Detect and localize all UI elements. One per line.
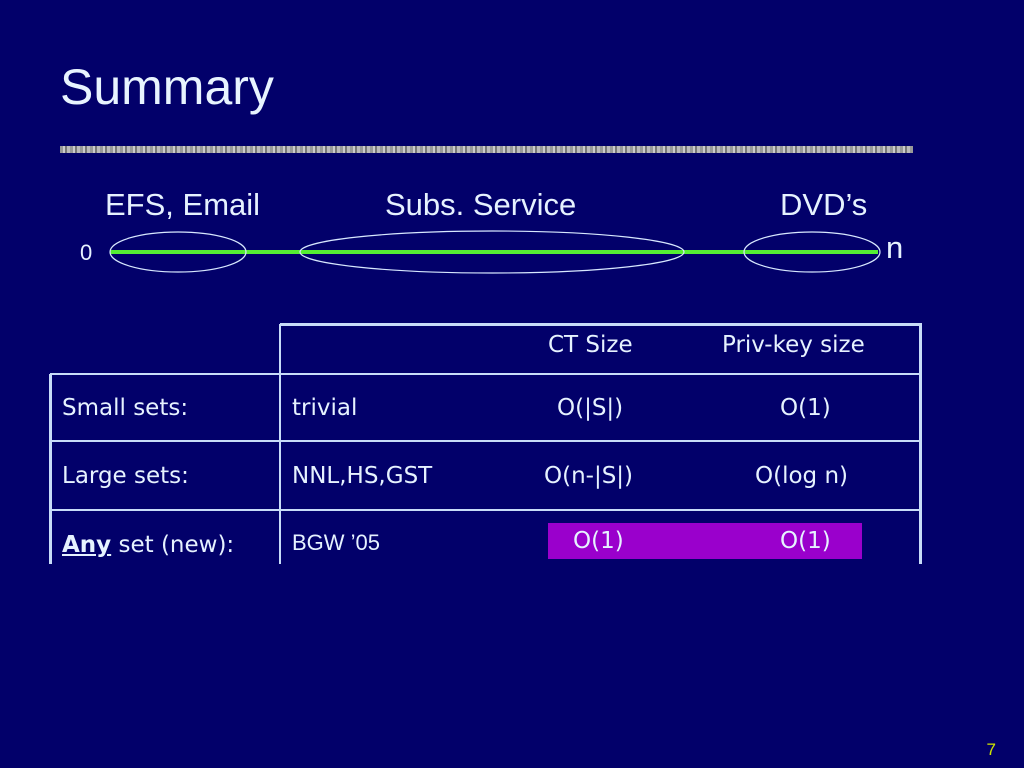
row-label-rest: set (new): <box>111 532 235 558</box>
row-scheme: BGW ’05 <box>292 530 381 555</box>
row-key: O(1) <box>780 528 831 554</box>
row-label: Large sets: <box>62 463 189 489</box>
row-ct: O(1) <box>573 528 624 554</box>
region-label-subs: Subs. Service <box>385 187 577 222</box>
header-privkey-size: Priv-key size <box>722 332 865 358</box>
row-scheme: NNL,HS,GST <box>292 463 433 489</box>
title-divider <box>60 146 913 153</box>
row-label-emphasis: Any <box>62 532 112 558</box>
region-ellipse-subs <box>299 230 685 274</box>
row-label: Any set (new): <box>62 532 234 558</box>
spectrum-diagram <box>109 230 881 274</box>
spectrum-start-label: 0 <box>80 240 93 265</box>
spectrum-end-label: n <box>886 230 904 265</box>
row-key: O(1) <box>780 395 831 421</box>
row-ct: O(n-|S|) <box>544 463 634 489</box>
region-label-efs: EFS, Email <box>105 187 261 222</box>
header-ct-size: CT Size <box>548 332 633 358</box>
region-ellipse-efs <box>109 231 247 273</box>
region-ellipse-dvd <box>743 231 881 273</box>
region-label-dvd: DVD’s <box>780 187 868 222</box>
highlight-box <box>548 523 862 559</box>
slide-title: Summary <box>60 59 274 115</box>
row-ct: O(|S|) <box>557 395 624 421</box>
page-number: 7 <box>986 740 996 759</box>
row-key: O(log n) <box>755 463 848 489</box>
row-scheme: trivial <box>292 395 358 421</box>
row-label: Small sets: <box>62 395 189 421</box>
